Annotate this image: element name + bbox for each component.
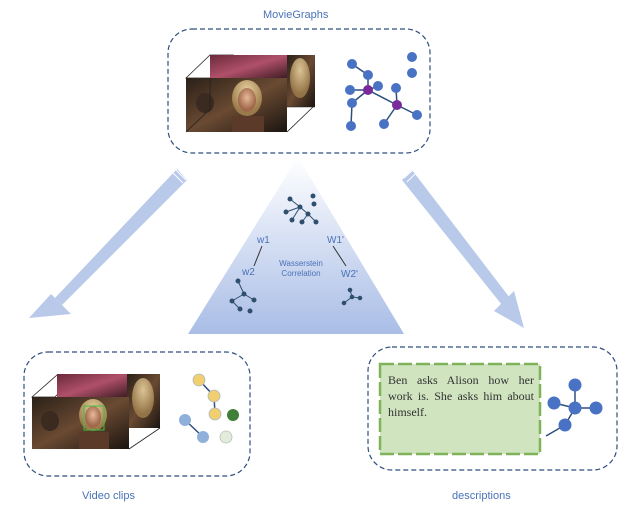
video-clip-graph: [179, 373, 239, 444]
w-connector-right: [332, 245, 347, 267]
w1-prime-label: W1': [327, 235, 344, 246]
movie-graphs-label: MovieGraphs: [263, 9, 329, 21]
top-video-frames: [185, 54, 315, 133]
w1-label: w1: [257, 235, 270, 246]
top-scene-graph: [345, 52, 422, 131]
bottom-video-frames: [30, 374, 161, 450]
description-graph: [545, 378, 603, 437]
w-connector-left: [253, 245, 263, 267]
description-text: Ben asks Alison how her work is. She ask…: [388, 373, 534, 419]
descriptions-box: [367, 346, 618, 471]
movie-graphs-box: [167, 28, 431, 154]
w2-label: w2: [242, 267, 255, 278]
description-text-box: [378, 362, 542, 456]
right-arrow: [402, 169, 524, 328]
triangle-top-graph-icon: [283, 193, 319, 225]
correlation-line: Correlation: [281, 269, 321, 278]
wasserstein-line: Wasserstein: [279, 259, 323, 268]
face-bounding-box: [83, 405, 105, 431]
wasserstein-correlation-label: Wasserstein Correlation: [266, 259, 336, 279]
triangle-bottom-right-graph-icon: [341, 287, 363, 306]
video-clips-box: [23, 351, 251, 477]
descriptions-label: descriptions: [452, 490, 511, 502]
video-clips-label: Video clips: [82, 490, 135, 502]
triangle-bottom-left-graph-icon: [229, 278, 257, 314]
left-arrow: [29, 169, 187, 318]
w2-prime-label: W2': [341, 269, 358, 280]
wasserstein-triangle: [188, 157, 404, 334]
